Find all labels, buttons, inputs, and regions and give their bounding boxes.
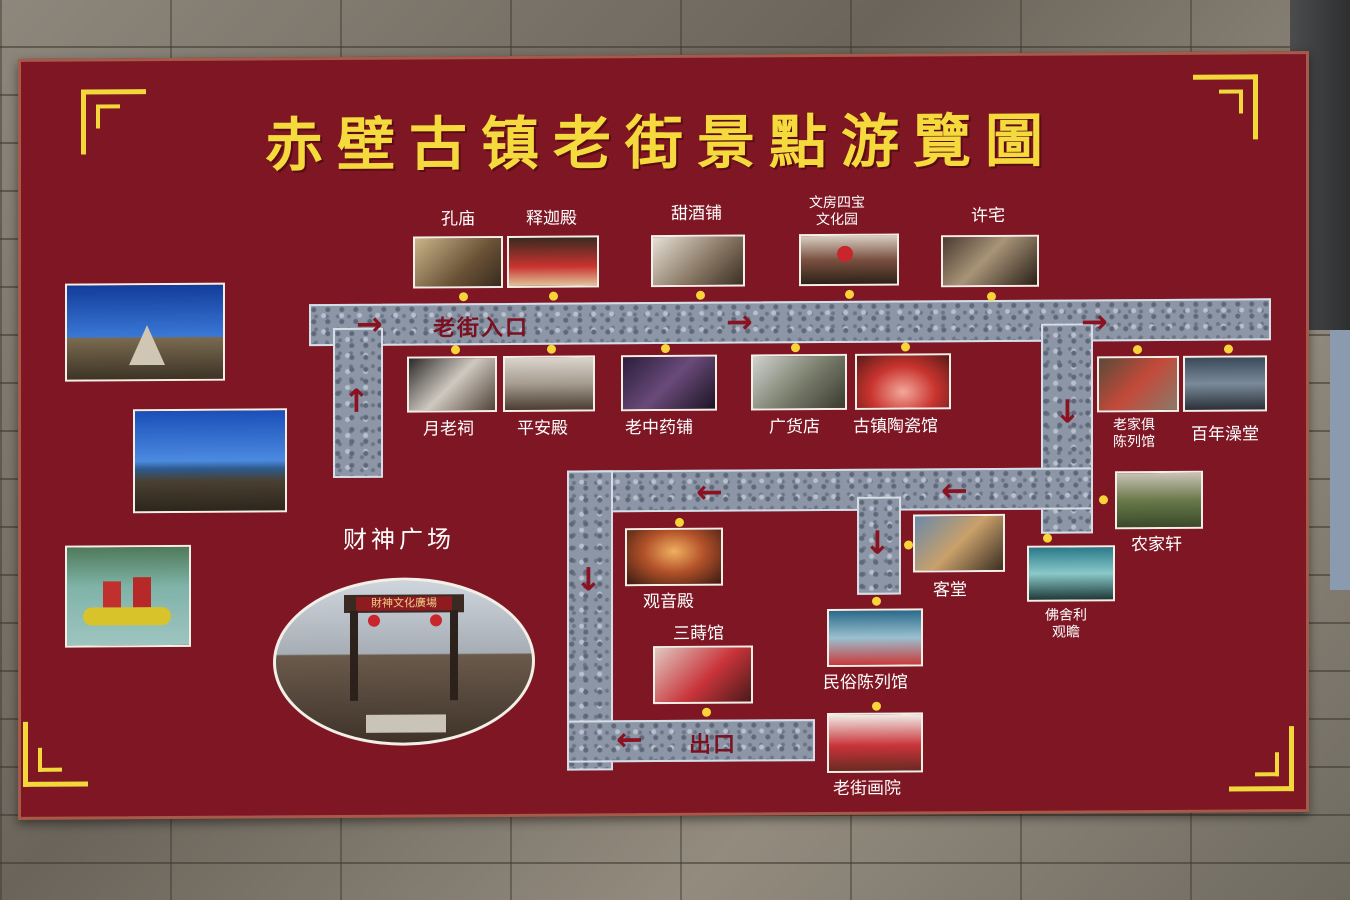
spot-photo-nongjiaxuan[interactable] [1115,470,1203,530]
spot-photo-wenfang[interactable] [799,233,899,287]
spot-label-nongjiaxuan: 农家轩 [1131,534,1182,556]
spot-label-wenfang: 文房四宝 文化园 [809,194,865,228]
lantern-icon [430,614,442,627]
arrow-left-icon: ← [941,471,968,510]
spot-dot [1043,533,1052,543]
spot-dot [845,289,854,299]
spot-label-sanguanguan: 三蒔馆 [673,623,724,644]
gate-step [366,714,446,733]
spot-label-laojiaju: 老家俱 陈列馆 [1113,416,1155,451]
spot-label-pingandian: 平安殿 [517,418,568,439]
road-middle [567,467,1093,513]
arrow-right-icon: → [726,302,753,341]
spot-label-fosheli: 佛舍利 观瞻 [1045,607,1087,641]
spot-label-ketang: 客堂 [933,580,967,601]
arrow-right-icon: → [1081,302,1108,341]
arrow-up-icon: ↑ [343,381,370,420]
arrow-down-icon: ↓ [575,560,602,599]
lantern-icon [368,614,380,627]
spot-dot [904,540,913,550]
spot-label-tianjiupu: 甜酒铺 [671,203,722,224]
spot-dot [1099,495,1108,505]
spot-label-yuelaoci: 月老祠 [423,419,474,440]
photo-raft [65,544,191,648]
spot-dot [901,342,910,352]
spot-label-bainianzaotang: 百年澡堂 [1191,424,1259,445]
spot-photo-yuelaoci[interactable] [407,356,497,413]
spot-dot [987,291,996,302]
spot-photo-pingandian[interactable] [503,355,595,412]
spot-photo-guanghuodian[interactable] [751,353,847,411]
map-board: 赤壁古镇老街景點游覽圖 → → → ↑ ↓ ← ← ↓ ↓ ← 老街入口 出口 … [18,51,1309,820]
spot-photo-kongmiao[interactable] [413,235,503,289]
arrow-right-icon: → [356,304,383,343]
spot-label-laojiehuayuan: 老街画院 [833,778,901,799]
spot-photo-laozhongyaopu[interactable] [621,354,717,412]
spot-photo-bainianzaotang[interactable] [1183,355,1267,412]
spot-label-guanghuodian: 广货店 [769,417,820,438]
gate-pillar [450,610,458,701]
photo-lake [133,408,287,514]
spot-label-laozhongyaopu: 老中药铺 [625,417,693,439]
spot-label-minsuchenlieguan: 民俗陈列馆 [823,672,908,694]
spot-dot [791,343,800,353]
spot-photo-laojiaju[interactable] [1097,355,1179,413]
spot-dot [547,344,556,354]
arrow-down-icon: ↓ [864,523,891,562]
spot-dot [459,292,468,302]
spot-label-guzhentaociguan: 古镇陶瓷馆 [853,416,938,437]
arrow-left-icon: ← [616,720,643,759]
plaza-photo: 財神文化廣場 [273,576,535,747]
corner-ornament-bottom-right [1229,726,1294,792]
arrow-left-icon: ← [696,472,723,511]
spot-label-kongmiao: 孔庙 [441,209,475,230]
spot-photo-xuzhai[interactable] [941,234,1039,288]
spot-dot [702,707,711,717]
spot-photo-minsuchenlieguan[interactable] [827,608,923,668]
map-title: 赤壁古镇老街景點游覽圖 [264,106,1057,180]
spot-label-guanyindian: 观音殿 [643,591,694,613]
spot-photo-tianjiupu[interactable] [651,234,745,288]
gate-sign: 財神文化廣場 [356,596,452,611]
spot-dot [675,517,684,527]
side-panel [1330,330,1350,590]
spot-photo-guzhentaociguan[interactable] [855,353,951,410]
corner-ornament-top-left [81,89,146,155]
spot-photo-ketang[interactable] [913,513,1005,573]
spot-dot [661,343,670,354]
spot-dot [696,290,705,300]
spot-photo-laojiehuayuan[interactable] [827,712,923,774]
exit-label: 出口 [689,732,738,758]
spot-photo-guanyindian[interactable] [625,527,723,587]
spot-photo-sanguanguan[interactable] [653,645,753,705]
arrow-down-icon: ↓ [1054,392,1081,431]
gate-pillar [350,610,358,701]
spot-dot [1224,344,1233,354]
corner-ornament-top-right [1193,74,1258,140]
corner-ornament-bottom-left [23,721,88,787]
spot-dot [872,701,881,711]
spot-photo-shijiadian[interactable] [507,235,599,288]
plaza-label: 财神广场 [343,525,455,554]
spot-label-xuzhai: 许宅 [971,205,1005,227]
spot-photo-fosheli[interactable] [1027,545,1115,602]
spot-dot [1133,345,1142,355]
photo-pagoda [65,282,225,382]
spot-dot [872,596,881,606]
spot-dot [549,291,558,301]
spot-dot [451,345,460,355]
spot-label-shijiadian: 释迦殿 [526,208,577,229]
entrance-label: 老街入口 [433,315,530,342]
